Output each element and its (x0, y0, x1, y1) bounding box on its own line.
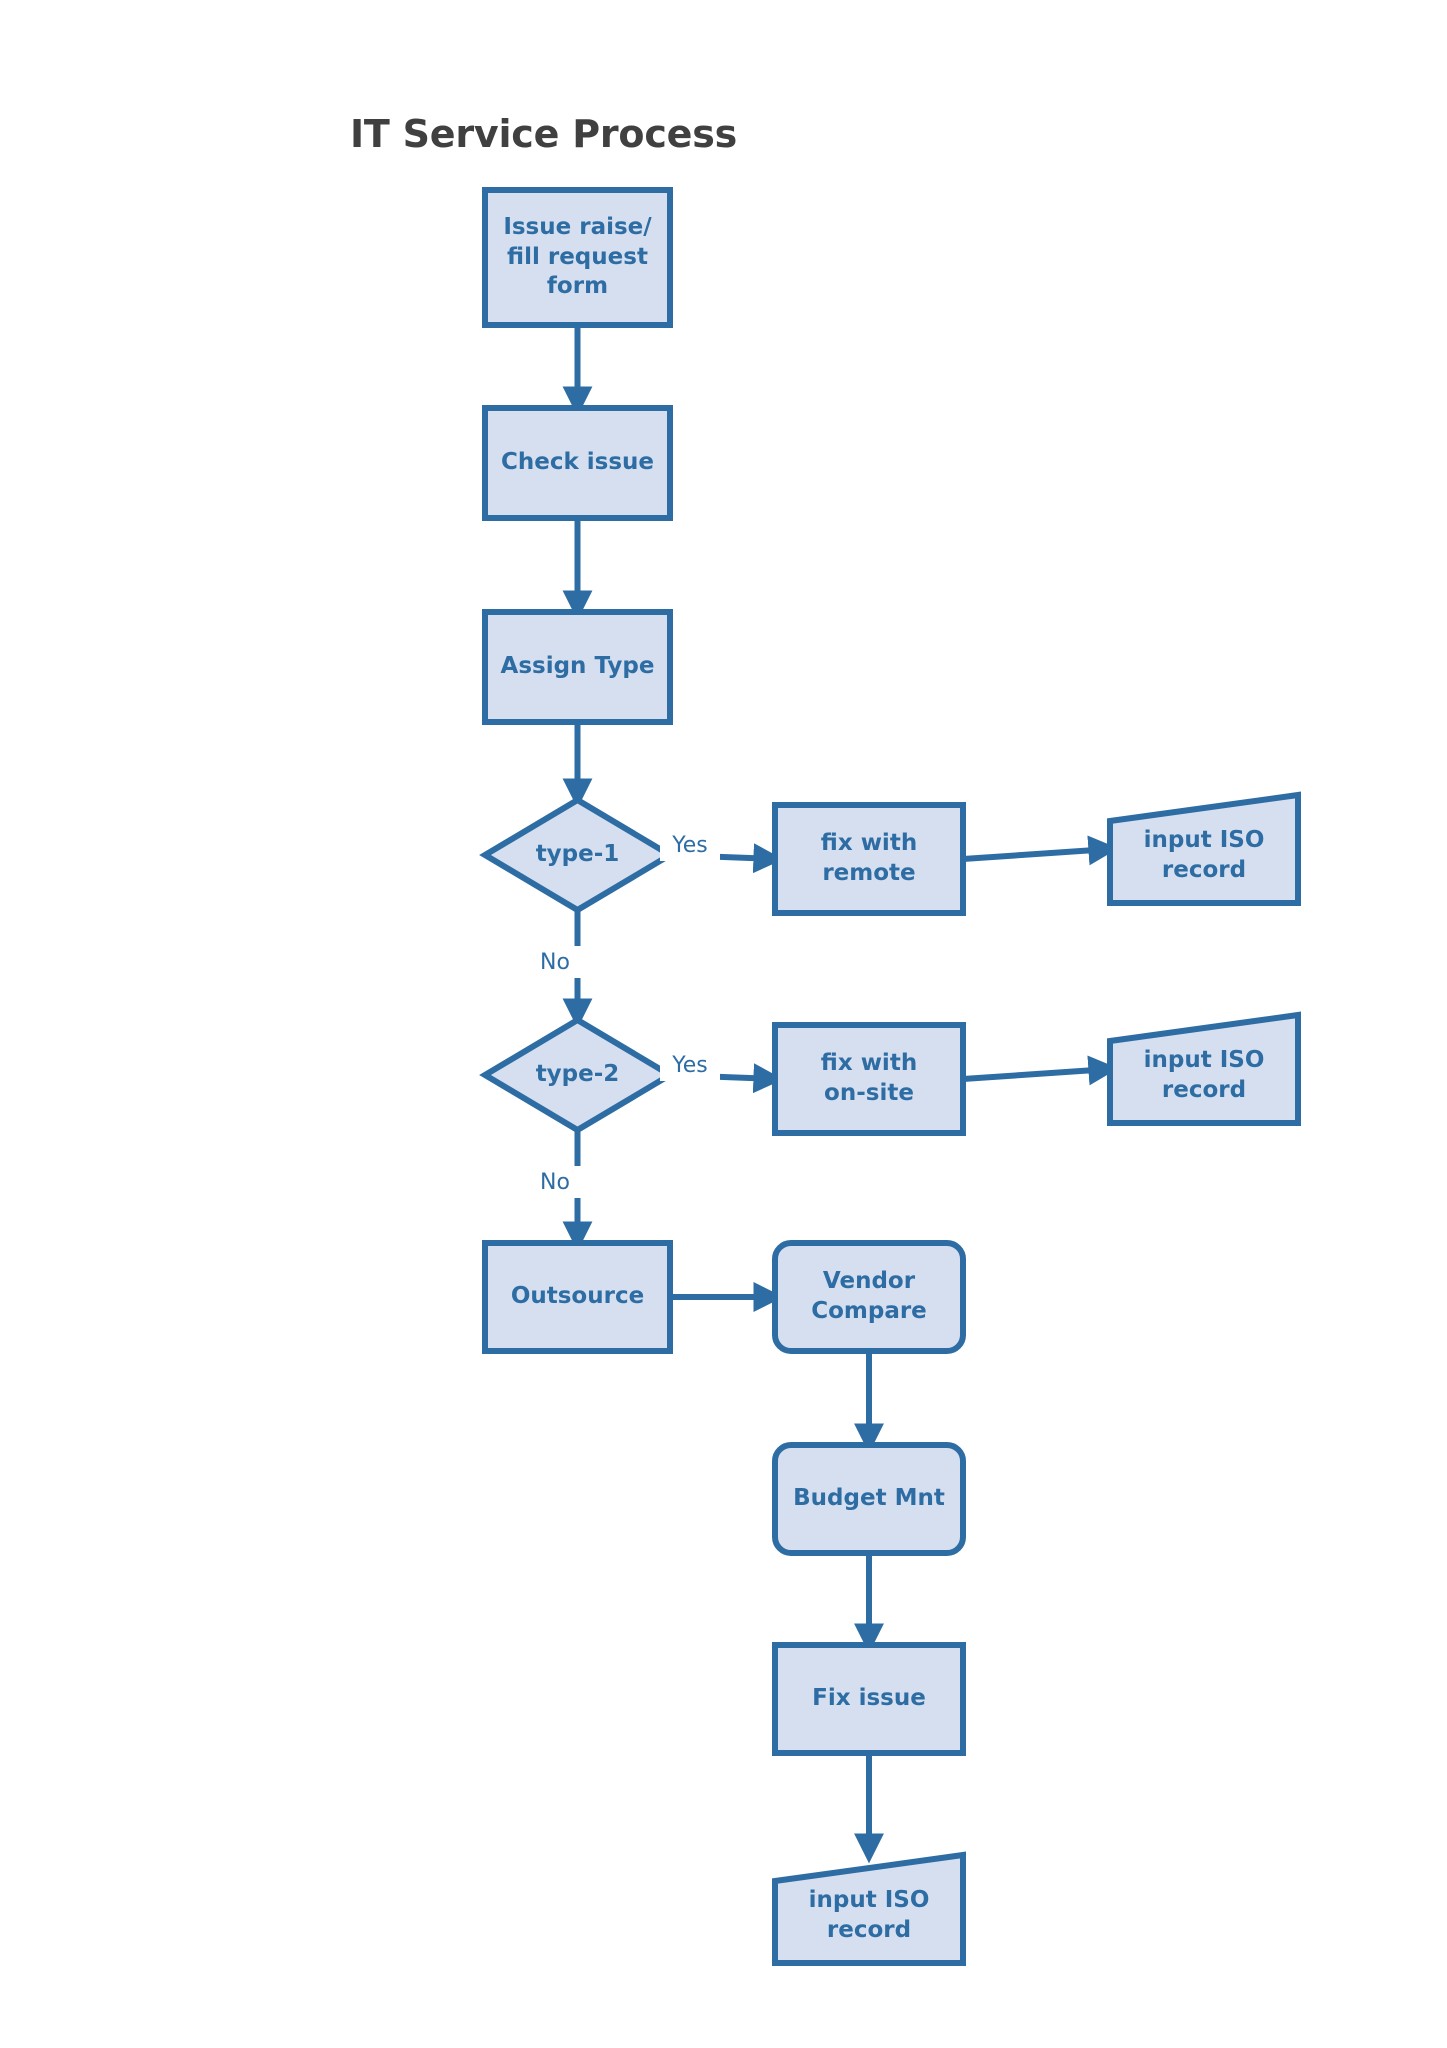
node-input-iso-record-2[interactable] (1107, 1011, 1301, 1126)
node-fix-with-remote[interactable] (772, 802, 966, 916)
edge-label-no-1: No (525, 946, 585, 978)
node-budget-mnt[interactable] (772, 1442, 966, 1556)
edge-label-no-2: No (525, 1166, 585, 1198)
edge-group (562, 325, 1119, 1864)
page-title: IT Service Process (349, 112, 738, 156)
edge-label-yes-2: Yes (660, 1049, 720, 1081)
node-group (479, 187, 1301, 1966)
flow-edge (962, 1055, 1119, 1086)
node-type-1[interactable] (479, 796, 676, 914)
node-input-iso-record-1[interactable] (1107, 791, 1301, 906)
edge-label-yes-1: Yes (660, 829, 720, 861)
node-type-2[interactable] (479, 1016, 676, 1134)
node-vendor-compare[interactable] (772, 1240, 966, 1354)
node-fix-issue[interactable] (772, 1642, 966, 1756)
node-assign-type[interactable] (482, 609, 673, 725)
node-issue-raise[interactable] (482, 187, 673, 328)
flow-edge (962, 835, 1119, 866)
node-check-issue[interactable] (482, 405, 673, 521)
node-input-iso-record-3[interactable] (772, 1851, 966, 1966)
node-fix-with-on-site[interactable] (772, 1022, 966, 1136)
node-outsource[interactable] (482, 1240, 673, 1354)
